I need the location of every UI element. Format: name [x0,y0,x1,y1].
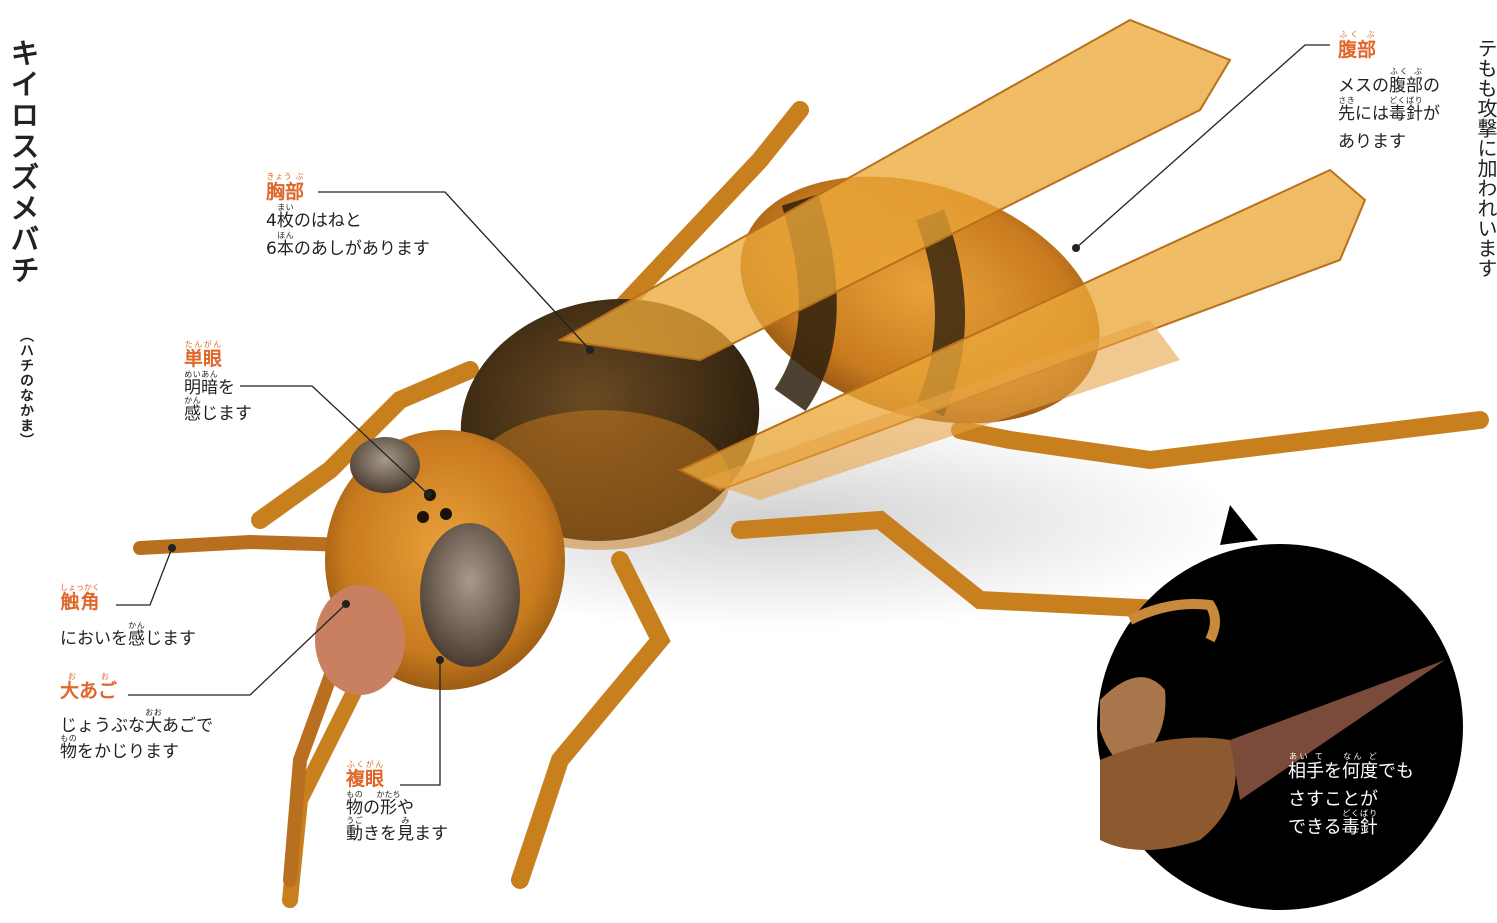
mandible-title: 大あご [60,680,117,702]
antenna-title: 触角 [60,591,100,613]
ocelli-title: 単眼 [184,348,222,370]
label-mandible: 大あごおお じょうぶな大おおあごで 物ものをかじります [60,672,213,765]
label-antenna: 触角しょっかく においを感かんじます [60,583,196,652]
abdomen-title: 腹部 [1338,39,1376,61]
cropped-side-text: テもも攻撃に加われいます [1468,38,1497,288]
label-abdomen: 腹部ふく ぶ メスの腹部ふく ぶの 先さきには毒針どくばりが あります [1338,30,1440,156]
page-subtitle: （ハチのなかま） [16,328,36,448]
label-compound-eye: 複眼ふくがん 物ものの形かたちや 動うごきを見みます [346,760,448,847]
stinger-callout-text: 相手あい てを何度なん どでも さすことが できる毒針どくばり [1288,752,1414,842]
label-thorax: 胸部きょう ぶ 4枚まいのはねと 6本ほんのあしがあります [266,172,430,262]
label-ocelli: 単眼たんがん 明暗めいあんを 感かんじます [184,340,252,427]
compound-eye-title: 複眼 [346,768,384,790]
page-title: キイロスズメバチ [6,38,40,286]
thorax-title: 胸部 [266,181,304,203]
